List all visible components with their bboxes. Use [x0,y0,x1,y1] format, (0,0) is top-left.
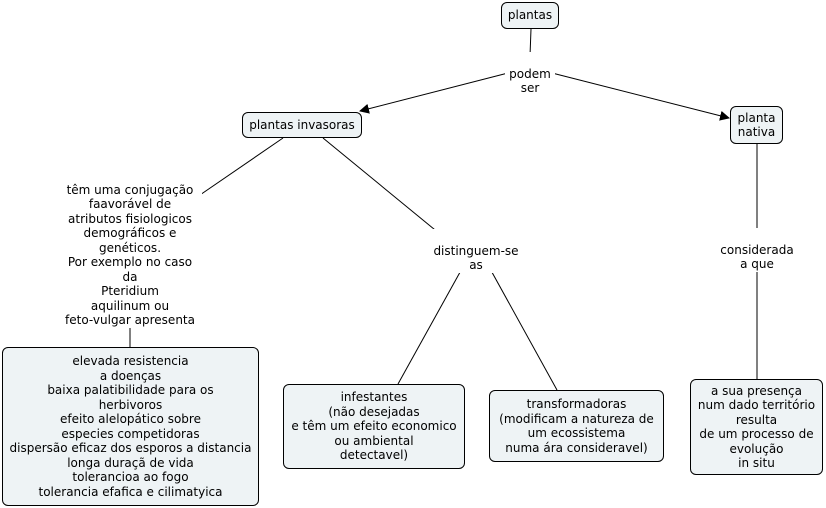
concept-invasive-attributes-label: elevada resistencia a doenças baixa pala… [9,354,252,499]
edge-podem-ser-to-planta-nativa [551,72,730,121]
concept-presenca-label: a sua presença num dado território resul… [697,383,816,471]
concept-presenca[interactable]: a sua presença num dado território resul… [690,379,823,475]
link-considerada-label: considerada a que [720,242,794,272]
edge-invasoras-to-conjugacao [196,137,284,198]
concept-infestantes[interactable]: infestantes (não desejadas e têm um efei… [283,384,465,469]
concept-invasive-attributes[interactable]: elevada resistencia a doenças baixa pala… [2,347,259,506]
concept-infestantes-label: infestantes (não desejadas e têm um efei… [291,390,457,463]
edge-distinguem-to-transformadoras [482,255,558,391]
edge-podem-ser-to-plantas-invasoras [359,72,509,114]
edge-plantas-to-podem-ser [529,28,532,57]
link-distinguem-se-label: distinguem-se as [433,243,519,273]
edge-invasoras-to-distinguem [322,137,441,235]
link-considerada[interactable]: considerada a que [716,228,798,272]
link-tem-conjugacao-label: têm uma conjugação faavorável de atribut… [65,182,195,328]
concept-transformadoras[interactable]: transformadoras (modificam a natureza de… [489,390,664,462]
link-podem-ser-label: podem ser [509,66,551,96]
link-distinguem-se[interactable]: distinguem-se as [428,229,524,273]
concept-plantas-label: plantas [507,8,553,23]
link-podem-ser[interactable]: podem ser [505,52,555,96]
concept-planta-nativa[interactable]: planta nativa [730,106,783,144]
concept-transformadoras-label: transformadoras (modificam a natureza de… [499,397,654,455]
concept-plantas-invasoras-label: plantas invasoras [249,117,355,132]
concept-planta-nativa-label: planta nativa [737,110,776,140]
concept-plantas[interactable]: plantas [501,2,559,29]
concept-plantas-invasoras[interactable]: plantas invasoras [242,112,362,138]
link-tem-conjugacao[interactable]: têm uma conjugação faavorável de atribut… [58,168,202,328]
edge-distinguem-to-infestantes [397,255,470,385]
